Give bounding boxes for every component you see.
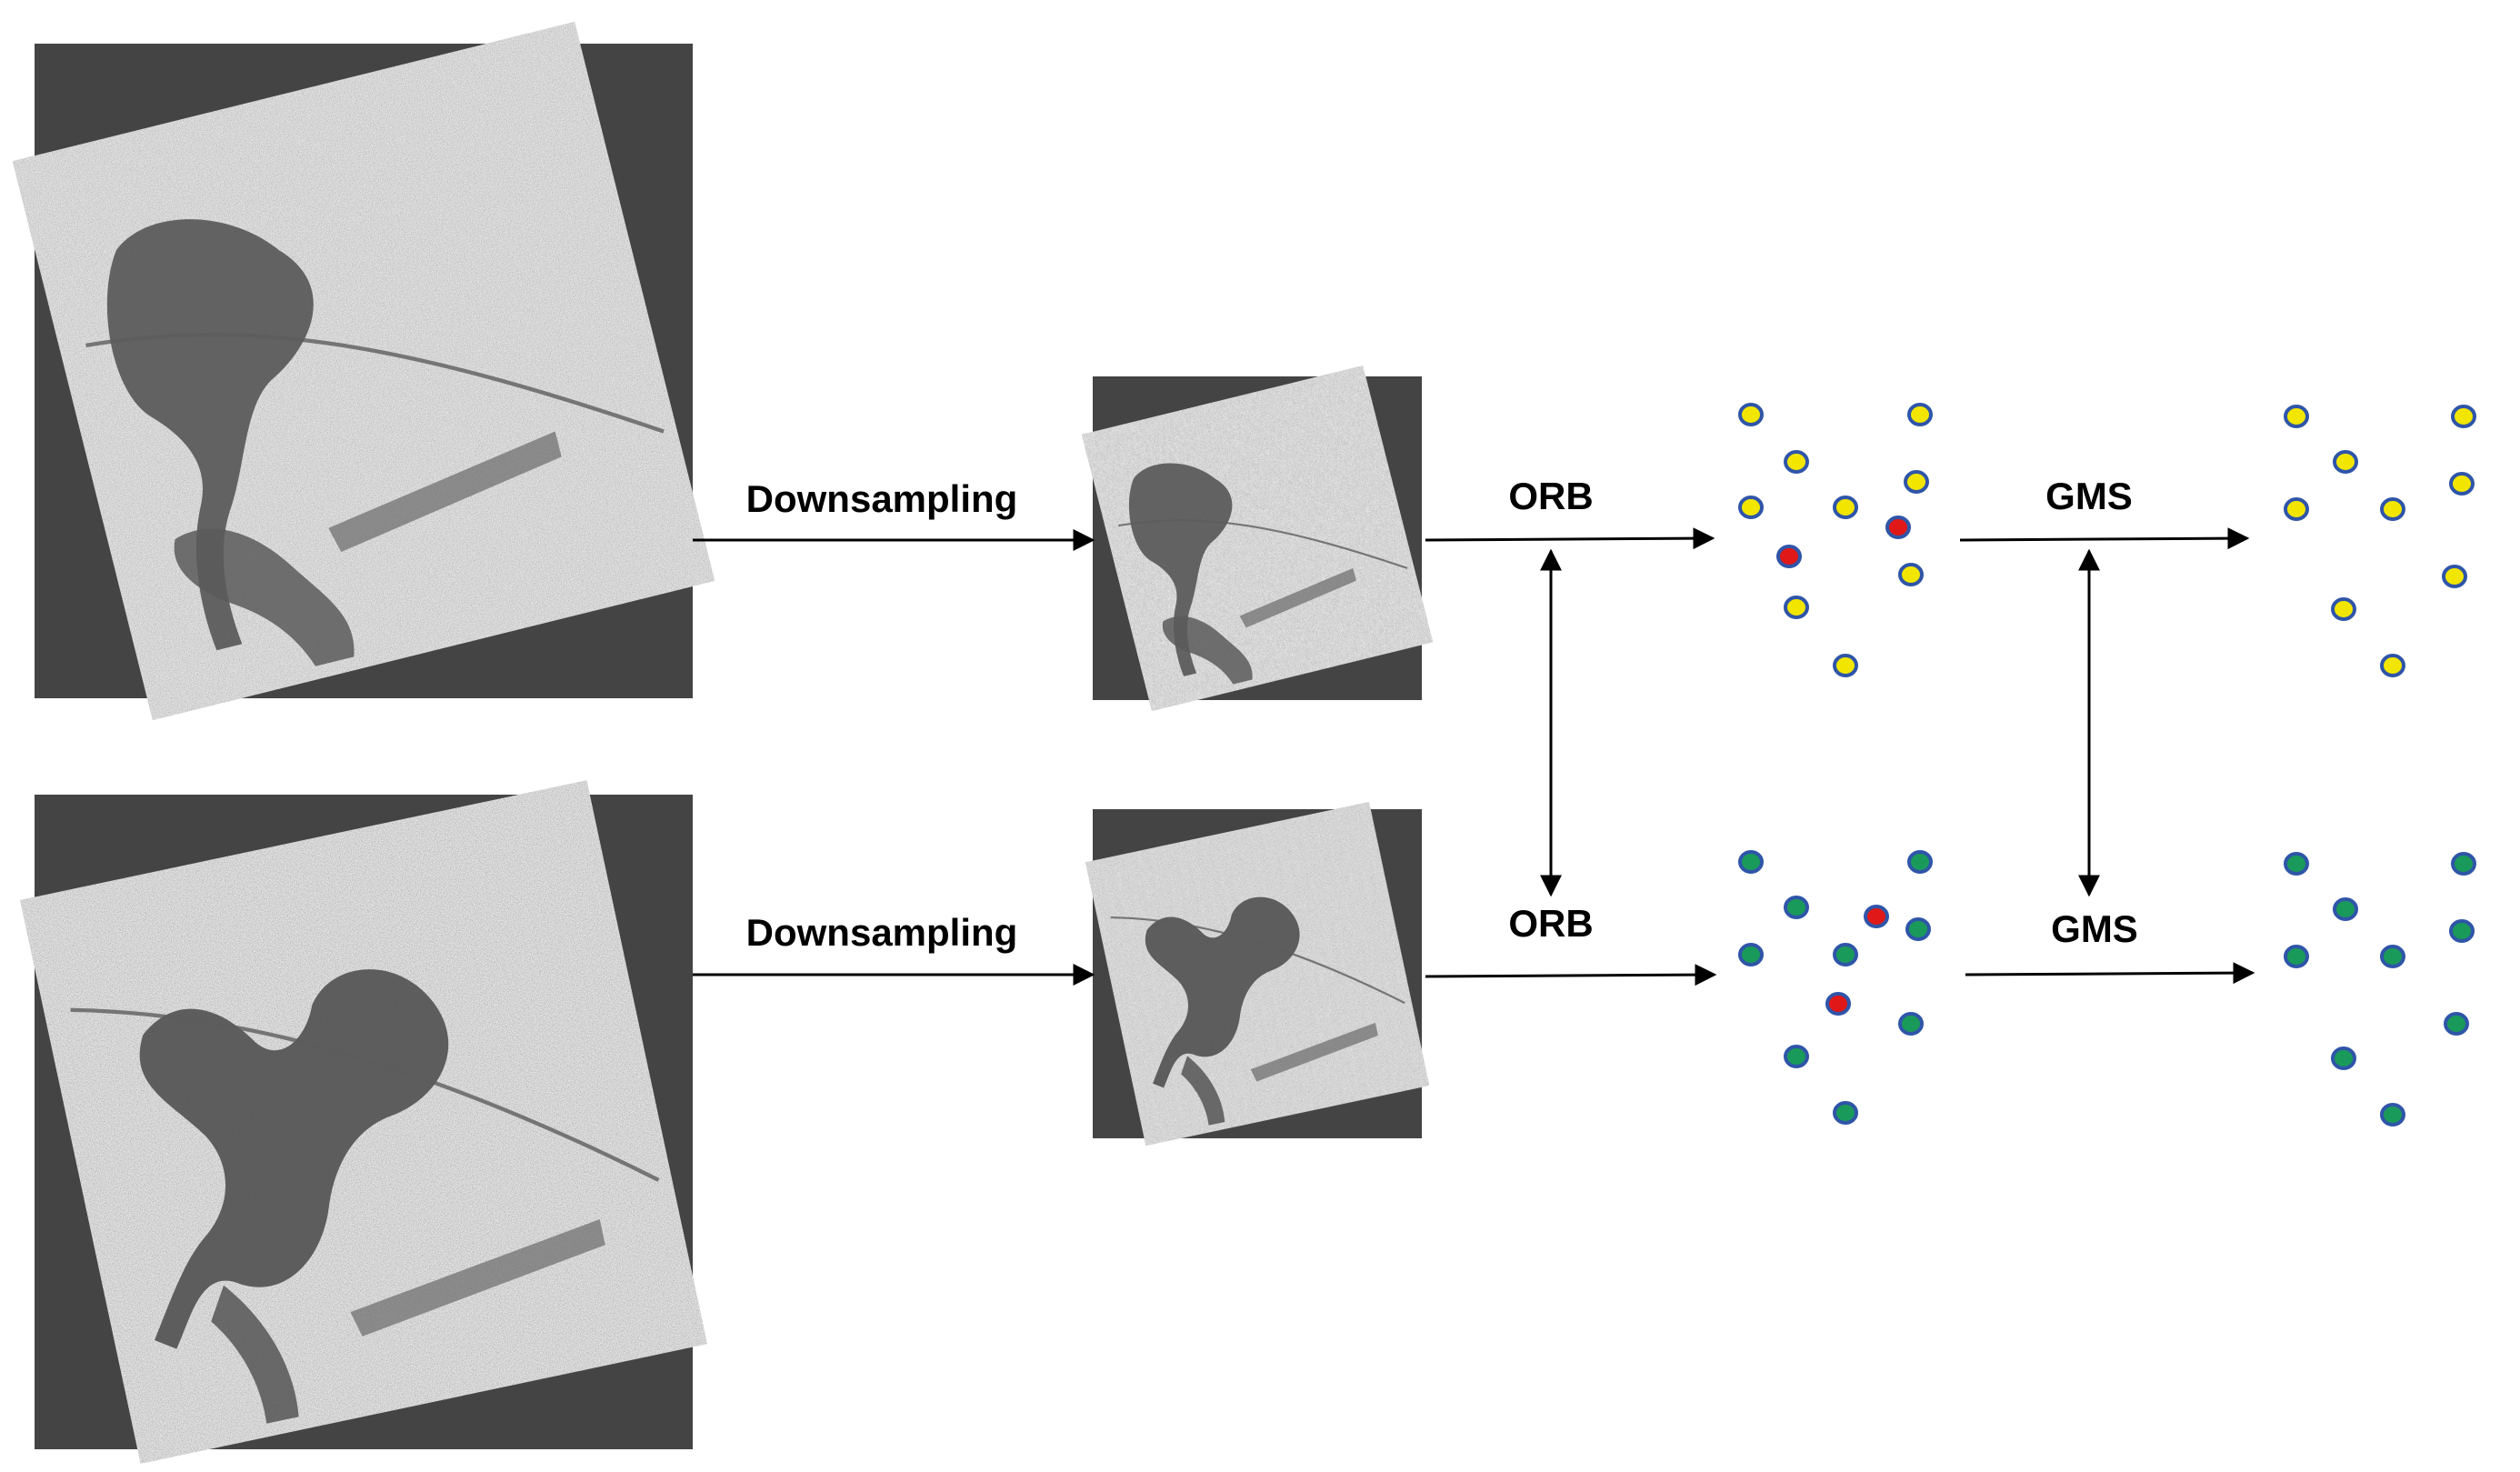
yellow-keypoint: [1784, 450, 1809, 474]
sar-image-bottom-original: [20, 780, 707, 1463]
sar-image-top-original: [13, 22, 715, 720]
green-keypoint: [1738, 850, 1764, 874]
yellow-keypoint: [1738, 496, 1764, 519]
downsampling-label-top: Downsampling: [746, 477, 1018, 520]
green-keypoint: [2451, 852, 2476, 876]
gms-arrow-bottom: [1965, 962, 2255, 985]
orb-label-bottom: ORB: [1508, 902, 1593, 945]
yellow-keypoint: [1833, 654, 1858, 677]
orb-arrow-top: [1425, 527, 1715, 550]
keypoints-bottom-all: [1738, 850, 1933, 1125]
yellow-keypoint: [2449, 472, 2475, 496]
sar-image-bottom-downsampled: [1085, 802, 1429, 1146]
yellow-keypoint: [2333, 450, 2358, 474]
yellow-keypoint: [1904, 470, 1929, 494]
orb-arrow-bottom: [1425, 964, 1717, 986]
green-keypoint: [2284, 945, 2309, 968]
yellow-keypoint: [2331, 597, 2356, 621]
keypoints-top-all: [1738, 403, 1933, 677]
green-keypoint: [1833, 943, 1858, 966]
green-keypoint: [2449, 919, 2475, 943]
yellow-keypoint: [1907, 403, 1933, 426]
green-keypoint: [1833, 1101, 1858, 1125]
green-keypoint: [2444, 1012, 2469, 1036]
downsampling-label-bottom: Downsampling: [746, 911, 1018, 954]
green-keypoint: [1905, 917, 1931, 941]
green-keypoint: [2333, 897, 2358, 921]
green-outlier-keypoint: [1825, 992, 1851, 1016]
yellow-outlier-keypoint: [1776, 545, 1802, 568]
yellow-outlier-keypoint: [1885, 516, 1911, 539]
keypoints-top-filtered: [2284, 405, 2476, 677]
green-keypoint: [2284, 852, 2309, 876]
orb-label-top: ORB: [1508, 475, 1593, 517]
green-keypoint: [1784, 1045, 1809, 1068]
gms-arrow-top: [1959, 527, 2250, 550]
green-keypoint: [2331, 1046, 2356, 1070]
yellow-keypoint: [2380, 497, 2405, 521]
yellow-keypoint: [1738, 403, 1764, 426]
green-keypoint: [2380, 945, 2405, 968]
keypoints-bottom-filtered: [2284, 852, 2476, 1127]
yellow-keypoint: [1784, 596, 1809, 619]
green-keypoint: [1907, 850, 1933, 874]
green-outlier-keypoint: [1864, 905, 1889, 928]
green-keypoint: [1898, 1012, 1924, 1036]
yellow-keypoint: [2451, 405, 2476, 428]
green-keypoint: [1784, 896, 1809, 919]
green-keypoint: [1738, 943, 1764, 966]
yellow-keypoint: [2442, 565, 2467, 588]
yellow-keypoint: [2284, 405, 2309, 428]
yellow-keypoint: [1833, 496, 1858, 519]
yellow-keypoint: [2380, 654, 2405, 677]
green-keypoint: [2380, 1103, 2405, 1127]
gms-label-bottom: GMS: [2051, 907, 2138, 950]
sar-image-top-downsampled: [1082, 365, 1433, 711]
yellow-keypoint: [2284, 497, 2309, 521]
gms-label-top: GMS: [2045, 475, 2133, 517]
yellow-keypoint: [1898, 563, 1924, 586]
